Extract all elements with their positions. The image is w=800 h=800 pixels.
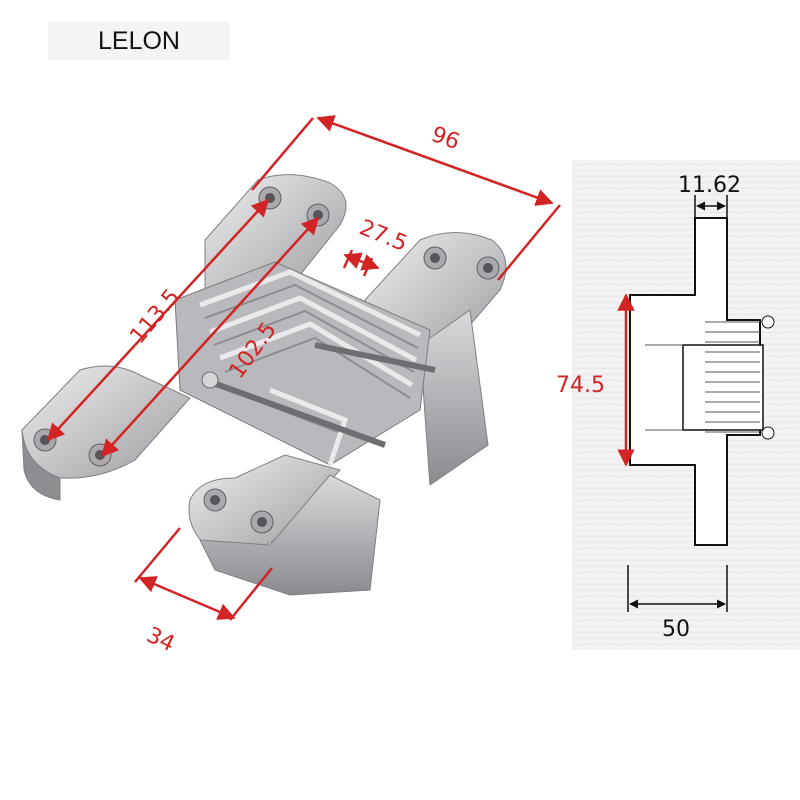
brand-logo: LELON bbox=[48, 22, 230, 60]
ext-line-34a bbox=[134, 527, 181, 583]
pin-head bbox=[201, 371, 219, 389]
side-view-lines bbox=[645, 321, 760, 433]
ext-line-27-5a bbox=[342, 249, 354, 269]
dim-line-96 bbox=[316, 115, 554, 206]
dim-line-34 bbox=[138, 576, 236, 620]
plate-lower-left-edge bbox=[21, 429, 61, 501]
side-view bbox=[572, 160, 800, 650]
pin-upper bbox=[314, 342, 436, 373]
brand-name: LELON bbox=[98, 26, 180, 55]
dim-label-50: 50 bbox=[662, 617, 690, 642]
product-dimensions bbox=[46, 115, 561, 621]
side-view-pin-bottom bbox=[761, 426, 775, 440]
dim-label-11-62: 11.62 bbox=[678, 173, 741, 198]
ext-line-96a bbox=[251, 117, 314, 191]
dim-line-102-5 bbox=[100, 216, 320, 458]
dim-line-27-5 bbox=[343, 252, 380, 271]
dim-label-74-5: 74.5 bbox=[556, 373, 605, 398]
dim-label-34: 34 bbox=[142, 623, 178, 657]
side-view-body bbox=[682, 344, 764, 431]
hinge-product bbox=[21, 174, 507, 596]
ext-line-27-5b bbox=[362, 257, 374, 277]
plate-right-leg bbox=[419, 309, 489, 486]
plate-lower-middle-leg bbox=[199, 474, 381, 596]
dim-label-27-5: 27.5 bbox=[356, 215, 411, 257]
ext-line-34b bbox=[229, 567, 273, 621]
side-view-pin-top bbox=[761, 315, 775, 329]
dim-label-96: 96 bbox=[428, 122, 463, 155]
ext-line-96b bbox=[497, 204, 561, 281]
